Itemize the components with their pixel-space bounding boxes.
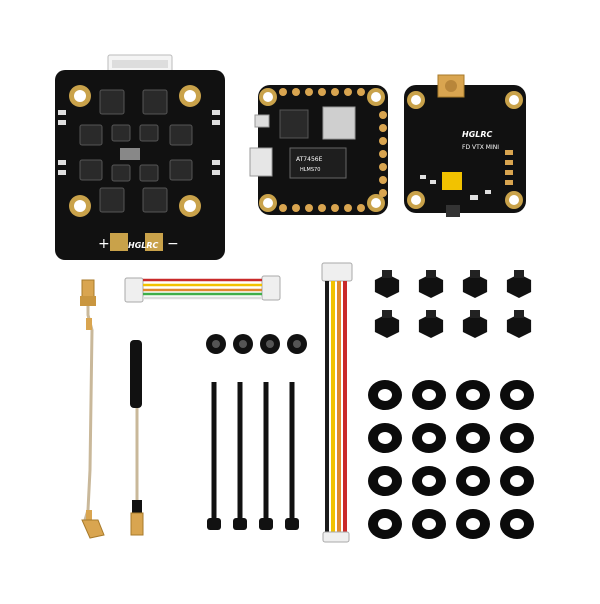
fc-board: AT7456E HLMS70	[249, 85, 388, 215]
vtx-model: FD VTX MINI	[462, 144, 499, 151]
stick-antenna	[130, 340, 144, 536]
nylon-nut	[233, 334, 253, 354]
sma-pigtail-antenna	[80, 279, 105, 539]
nylon-standoff	[506, 270, 532, 298]
rubber-grommet	[456, 423, 490, 453]
nylon-screws	[207, 382, 299, 530]
rubber-grommet	[412, 466, 446, 496]
rubber-grommet	[368, 466, 402, 496]
nylon-nut	[260, 334, 280, 354]
rubber-grommet	[500, 509, 534, 539]
nylon-screw	[207, 382, 221, 530]
rubber-grommet	[412, 423, 446, 453]
nylon-standoff	[418, 310, 444, 338]
rubber-grommet	[500, 423, 534, 453]
fc-osd-chip	[289, 147, 347, 179]
esc-plus-pad	[110, 233, 128, 251]
rubber-grommet	[368, 509, 402, 539]
nylon-standoffs	[374, 270, 532, 338]
rubber-grommet	[456, 509, 490, 539]
fc-usb-port	[249, 147, 273, 177]
nylon-standoff	[418, 270, 444, 298]
nylon-screw	[285, 382, 299, 530]
fc-mcu	[322, 106, 356, 140]
nylon-nut	[287, 334, 307, 354]
nylon-standoff	[462, 310, 488, 338]
nylon-standoff	[374, 310, 400, 338]
rubber-grommet	[500, 466, 534, 496]
rubber-grommet	[456, 380, 490, 410]
vtx-board: HGLRC FD VTX MINI	[404, 74, 526, 217]
nylon-standoff	[506, 310, 532, 338]
rubber-grommet	[456, 466, 490, 496]
vtx-inductor	[442, 172, 462, 190]
esc-brand: HGLRC	[128, 241, 159, 250]
esc-board: + − HGLRC	[55, 54, 225, 260]
vtx-brand: HGLRC	[462, 130, 493, 139]
rubber-grommet	[412, 380, 446, 410]
nylon-screw	[259, 382, 273, 530]
esc-minus-pad	[145, 233, 163, 251]
rubber-grommets	[368, 380, 534, 539]
nylon-nut	[206, 334, 226, 354]
rubber-grommet	[412, 509, 446, 539]
jst-4pin-cable	[321, 262, 353, 543]
esc-minus-label: −	[167, 236, 179, 252]
rubber-grommet	[368, 423, 402, 453]
nylon-standoff	[462, 270, 488, 298]
rubber-grommet	[368, 380, 402, 410]
jst-flat-cable	[124, 275, 281, 303]
nylon-nuts	[206, 334, 307, 354]
rubber-grommet	[500, 380, 534, 410]
fc-chip-sub: HLMS70	[300, 167, 320, 173]
nylon-screw	[233, 382, 247, 530]
esc-plus-label: +	[98, 236, 110, 252]
nylon-standoff	[374, 270, 400, 298]
fc-chip-label: AT7456E	[296, 156, 323, 163]
